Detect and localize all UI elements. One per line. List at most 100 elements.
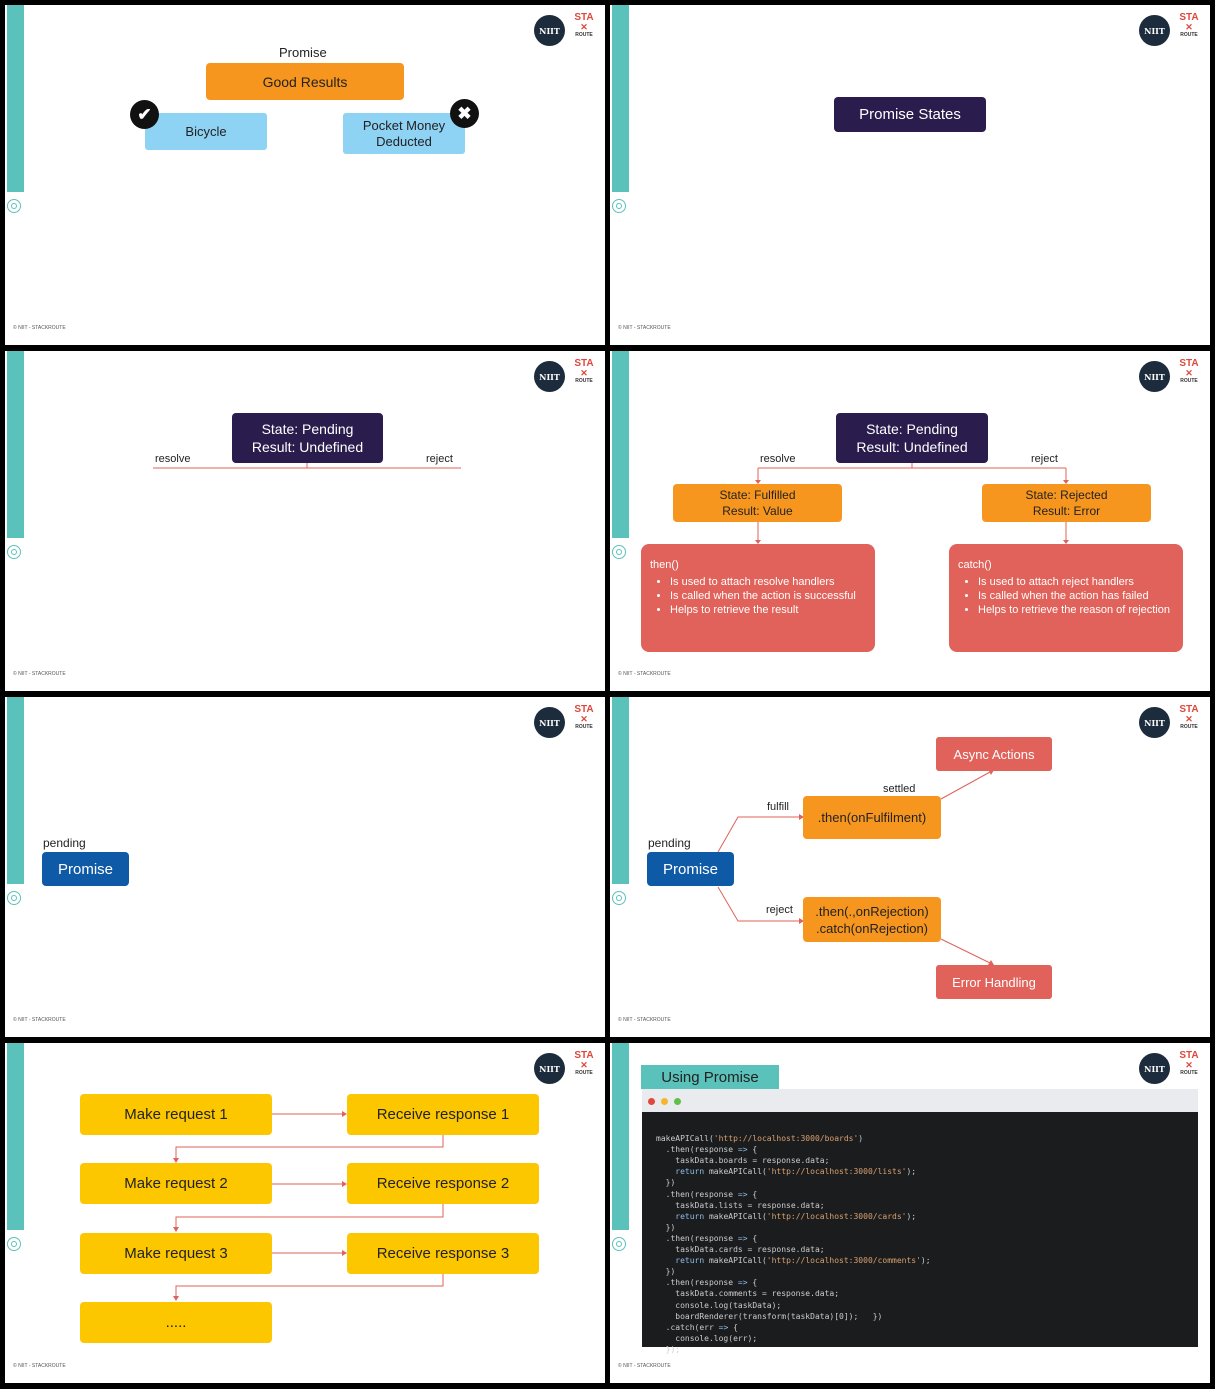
slide-pending-state: NIIT STA✕ROUTE State: Pending Result: Un…: [5, 351, 605, 691]
accent-bar: [612, 697, 629, 884]
stackroute-logo: STA✕ROUTE: [574, 12, 594, 39]
using-promise-title: Using Promise: [641, 1065, 779, 1089]
pending-state-box: State: Pending Result: Undefined: [232, 413, 383, 463]
list-item: Is called when the action has failed: [978, 589, 1175, 603]
then-fulfilment-box: .then(onFulfilment): [803, 796, 941, 839]
accent-bar: [7, 5, 24, 192]
accent-bar: [7, 1043, 24, 1230]
code-line: console.log(err);: [656, 1333, 758, 1343]
slide-promise-flow: NIIT STA✕ROUTE pending Promise fulfill r…: [610, 697, 1210, 1037]
list-item: Is used to attach reject handlers: [978, 575, 1175, 589]
code-line: taskData.boards = response.data;: [656, 1156, 830, 1166]
footer-copyright: © NIIT - STACKROUTE: [13, 325, 66, 331]
code-block: makeAPICall('http://localhost:3000/board…: [642, 1112, 1198, 1354]
more-requests-box: .....: [80, 1302, 272, 1343]
reject-label: reject: [766, 904, 793, 916]
footer-copyright: © NIIT - STACKROUTE: [618, 1363, 671, 1369]
code-line: return makeAPICall('http://localhost:300…: [675, 1167, 917, 1177]
code-line: .then(response => {: [656, 1145, 758, 1155]
then-rejection-box: .then(.,onRejection) .catch(onRejection): [803, 897, 941, 942]
footer-copyright: © NIIT - STACKROUTE: [13, 671, 66, 677]
code-line: .then(response => {: [656, 1278, 758, 1288]
connector-lines: [717, 769, 994, 965]
code-line: taskData.lists = response.data;: [656, 1200, 825, 1210]
accent-bar: [7, 351, 24, 538]
good-results-box: Good Results: [206, 63, 404, 100]
slide-request-chain: NIIT STA✕ROUTE Make request 1 Receive re…: [5, 1043, 605, 1383]
catch-title: catch(): [958, 559, 992, 571]
footer-copyright: © NIIT - STACKROUTE: [13, 1363, 66, 1369]
then-description-box: then() Is used to attach resolve handler…: [641, 544, 875, 652]
fulfilled-state-box: State: Fulfilled Result: Value: [673, 484, 842, 522]
list-item: Helps to retrieve the result: [670, 603, 867, 617]
cross-icon: ✖: [450, 99, 479, 128]
code-line: }): [656, 1222, 676, 1232]
list-item: Is used to attach resolve handlers: [670, 575, 867, 589]
bicycle-box: Bicycle: [145, 113, 267, 150]
niit-logo: NIIT: [534, 707, 565, 738]
stackroute-logo: STA✕ROUTE: [1179, 704, 1199, 731]
niit-logo: NIIT: [1139, 361, 1170, 392]
stackroute-logo: STA✕ROUTE: [574, 1050, 594, 1077]
ring-icon: [7, 1237, 21, 1251]
footer-copyright: © NIIT - STACKROUTE: [618, 671, 671, 677]
error-handling-box: Error Handling: [936, 965, 1052, 999]
ring-icon: [612, 199, 626, 213]
ring-icon: [7, 891, 21, 905]
stackroute-logo: STA✕ROUTE: [1179, 1050, 1199, 1077]
code-line: });: [656, 1344, 681, 1354]
pending-label: pending: [648, 836, 691, 850]
minimize-dot-icon: [661, 1098, 668, 1105]
receive-response-3: Receive response 3: [347, 1233, 539, 1274]
code-window: makeAPICall('http://localhost:3000/board…: [642, 1089, 1198, 1354]
make-request-3: Make request 3: [80, 1233, 272, 1274]
ring-icon: [7, 545, 21, 559]
catch-list: Is used to attach reject handlers Is cal…: [958, 575, 1175, 617]
fulfill-label: fulfill: [767, 801, 790, 813]
slide-promise-states: NIIT STA✕ROUTE Promise States © NIIT - S…: [610, 5, 1210, 345]
niit-logo: NIIT: [534, 361, 565, 392]
promise-states-title: Promise States: [834, 97, 986, 132]
code-line: .then(response => {: [656, 1189, 758, 1199]
niit-logo: NIIT: [534, 15, 565, 46]
code-line: return makeAPICall('http://localhost:300…: [675, 1211, 917, 1221]
niit-logo: NIIT: [1139, 1053, 1170, 1084]
catch-description-box: catch() Is used to attach reject handler…: [949, 544, 1183, 652]
code-line: }): [656, 1178, 676, 1188]
make-request-1: Make request 1: [80, 1094, 272, 1135]
slide-using-promise: NIIT STA✕ROUTE Using Promise makeAPICall…: [610, 1043, 1210, 1383]
receive-response-1: Receive response 1: [347, 1094, 539, 1135]
then-title: then(): [650, 559, 679, 571]
ring-icon: [612, 545, 626, 559]
list-item: Helps to retrieve the reason of rejectio…: [978, 603, 1175, 617]
code-line: }): [656, 1267, 676, 1277]
code-line: taskData.cards = response.data;: [656, 1245, 825, 1255]
close-dot-icon: [648, 1098, 655, 1105]
connector-lines: [755, 461, 1069, 544]
connector-lines: [173, 1111, 444, 1301]
code-line: boardRenderer(transform(taskData)[0]); }…: [656, 1311, 883, 1321]
list-item: Is called when the action is successful: [670, 589, 867, 603]
async-actions-box: Async Actions: [936, 737, 1052, 771]
slide-state-tree: NIIT STA✕ROUTE State: Pending Result: Un…: [610, 351, 1210, 691]
footer-copyright: © NIIT - STACKROUTE: [618, 1017, 671, 1023]
footer-copyright: © NIIT - STACKROUTE: [618, 325, 671, 331]
settled-label: settled: [883, 783, 916, 795]
code-line: taskData.comments = response.data;: [656, 1289, 840, 1299]
accent-bar: [612, 351, 629, 538]
code-line: console.log(taskData);: [656, 1300, 782, 1310]
ring-icon: [612, 1237, 626, 1251]
niit-logo: NIIT: [1139, 707, 1170, 738]
slide-promise-example: NIIT STA✕ROUTE Promise Good Results Bicy…: [5, 5, 605, 345]
make-request-2: Make request 2: [80, 1163, 272, 1204]
ring-icon: [7, 199, 21, 213]
receive-response-2: Receive response 2: [347, 1163, 539, 1204]
code-line: makeAPICall('http://localhost:3000/board…: [656, 1134, 864, 1144]
then-list: Is used to attach resolve handlers Is ca…: [650, 575, 867, 617]
code-line: .catch(err => {: [656, 1322, 738, 1332]
maximize-dot-icon: [674, 1098, 681, 1105]
code-line: return makeAPICall('http://localhost:300…: [675, 1256, 931, 1266]
caption-promise: Promise: [279, 45, 327, 60]
stackroute-logo: STA✕ROUTE: [574, 358, 594, 385]
stackroute-logo: STA✕ROUTE: [1179, 12, 1199, 39]
